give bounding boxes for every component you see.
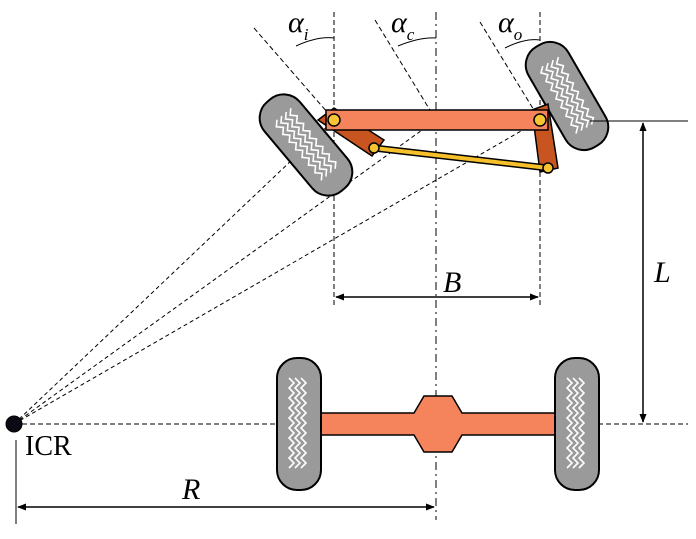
outer-wheel-dir-line	[479, 21, 541, 121]
alpha-c-label: αc	[391, 6, 415, 44]
alpha-o-label: αo	[498, 6, 522, 44]
center-dir-line	[374, 19, 437, 121]
rear-axle	[277, 358, 599, 490]
alpha-i-arc	[295, 37, 335, 47]
wheelbase-label: L	[653, 256, 671, 289]
front-axle-beam	[325, 109, 549, 131]
icr-label: ICR	[25, 431, 72, 462]
turn-radius-label: R	[181, 473, 200, 506]
center-ray	[13, 119, 437, 425]
inner-wheel-dir-line	[253, 27, 335, 121]
angle-arcs	[295, 37, 541, 49]
right-king-pin	[533, 113, 547, 127]
left-king-pin	[327, 113, 341, 127]
tie-rod-fill	[372, 146, 550, 170]
inner-wheel-ray	[13, 119, 335, 425]
icr-point	[5, 415, 23, 433]
left-tie-rod-joint	[368, 142, 380, 154]
rear-axle-body	[299, 395, 573, 453]
dimensions	[15, 120, 688, 524]
rear-right-tire	[555, 358, 599, 490]
front-right-tire	[518, 34, 616, 157]
outer-wheel-ray	[13, 119, 541, 425]
track-width-label: B	[443, 266, 461, 299]
front-axle-assembly	[251, 34, 616, 204]
alpha-c-arc	[397, 37, 437, 47]
alpha-i-label: αi	[288, 6, 309, 44]
rear-left-tire	[277, 358, 321, 490]
right-tie-rod-joint	[542, 162, 554, 174]
alpha-o-arc	[504, 39, 541, 49]
front-left-tire	[251, 86, 361, 204]
